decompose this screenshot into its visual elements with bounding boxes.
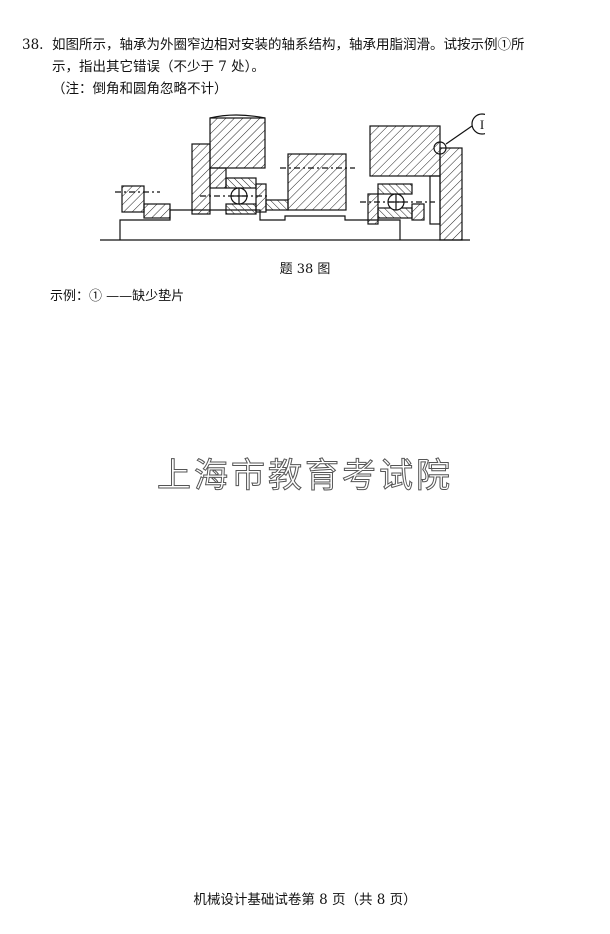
question-block: 38. 如图所示，轴承为外圈窄边相对安装的轴系结构，轴承用脂润滑。试按示例①所 示… xyxy=(22,34,592,100)
figure-caption: 题 38 图 xyxy=(279,262,331,277)
callout-label: I xyxy=(480,117,484,132)
question-number: 38. xyxy=(22,37,44,53)
question-note: （注：倒角和圆角忽略不计） xyxy=(52,81,228,97)
question-text-1: 如图所示，轴承为外圈窄边相对安装的轴系结构，轴承用脂润滑。试按示例①所 xyxy=(52,37,525,53)
example-text: 示例：① ——缺少垫片 xyxy=(50,289,185,304)
shaft-assembly-figure: I xyxy=(100,113,485,241)
question-line-2: 示，指出其它错误（不少于 7 处）。 xyxy=(52,59,265,75)
question-line-1: 38. 如图所示，轴承为外圈窄边相对安装的轴系结构，轴承用脂润滑。试按示例①所 xyxy=(22,34,592,56)
callout-circle xyxy=(471,113,485,135)
watermark: 上海市教育考试院 xyxy=(157,456,453,497)
page-footer: 机械设计基础试卷第 8 页（共 8 页） xyxy=(193,892,417,908)
